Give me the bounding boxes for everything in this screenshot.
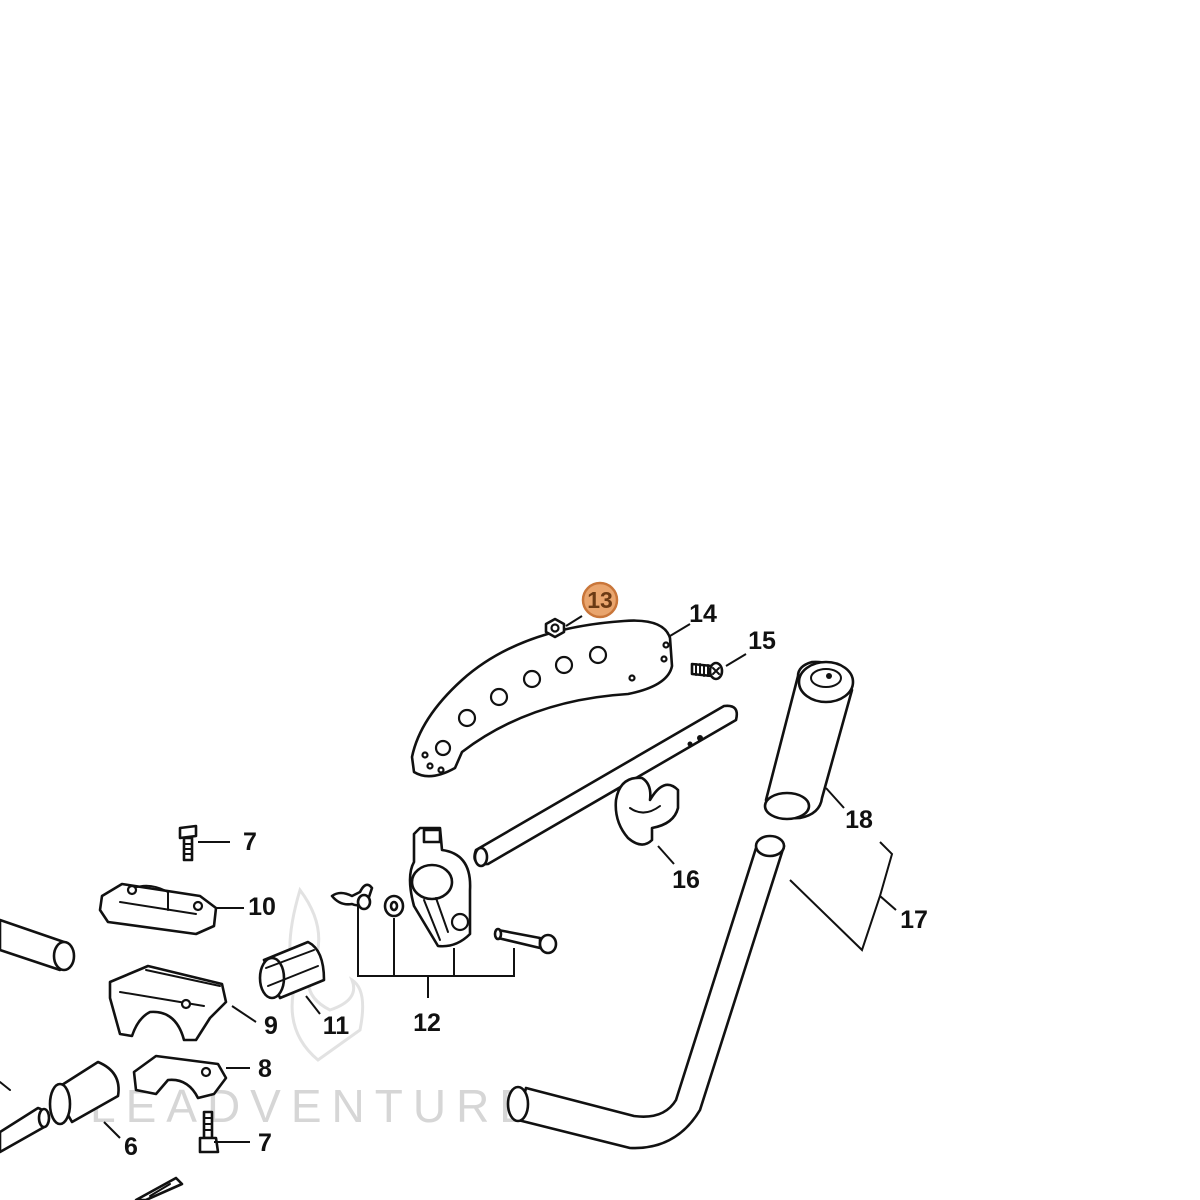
callout-12[interactable]: 12 (413, 1009, 441, 1037)
part-lower-clamp[interactable] (108, 964, 228, 1042)
part-bottom-shaft[interactable] (134, 1176, 184, 1200)
part-clamp-body[interactable] (408, 826, 472, 948)
callout-17[interactable]: 17 (900, 906, 928, 934)
watermark-text: LEADVENTURE (90, 1080, 540, 1132)
callout-9[interactable]: 9 (264, 1012, 278, 1040)
part-bolt[interactable] (493, 927, 558, 955)
callout-labels: 14 15 18 16 17 7 10 9 11 12 8 7 6 (124, 600, 928, 1161)
callout-7-upper[interactable]: 7 (243, 828, 257, 856)
callout-8[interactable]: 8 (258, 1055, 272, 1083)
part-bracket[interactable] (410, 619, 674, 778)
callout-11[interactable]: 11 (323, 1012, 350, 1040)
callout-6[interactable]: 6 (124, 1133, 138, 1161)
part-handle-bar[interactable] (506, 834, 786, 1150)
part-bushing[interactable] (258, 940, 326, 1000)
part-clip[interactable] (614, 776, 680, 846)
leader-lines (103, 615, 897, 1143)
part-bolt-lower[interactable] (198, 1110, 220, 1154)
callout-10[interactable]: 10 (248, 893, 276, 921)
callout-13: 13 (587, 587, 613, 613)
part-nut[interactable] (544, 617, 566, 639)
callout-15[interactable]: 15 (748, 627, 776, 655)
part-rod[interactable] (473, 704, 739, 868)
callout-13-highlight[interactable]: 13 (581, 581, 619, 619)
part-upper-clamp[interactable] (98, 882, 218, 936)
part-screw[interactable] (690, 661, 724, 681)
watermark: LEADVENTURE (90, 886, 540, 1132)
part-grip[interactable] (763, 660, 855, 821)
part-saddle[interactable] (132, 1054, 228, 1100)
part-wing-nut[interactable] (330, 883, 374, 911)
callout-16[interactable]: 16 (672, 866, 700, 894)
part-bolt-upper[interactable] (178, 824, 198, 862)
part-washer[interactable] (383, 894, 405, 918)
callout-14[interactable]: 14 (689, 600, 717, 628)
callout-18[interactable]: 18 (845, 806, 873, 834)
callout-7-lower[interactable]: 7 (258, 1129, 272, 1157)
part-shaft-6[interactable] (0, 1060, 120, 1154)
part-left-tube[interactable] (0, 918, 76, 972)
